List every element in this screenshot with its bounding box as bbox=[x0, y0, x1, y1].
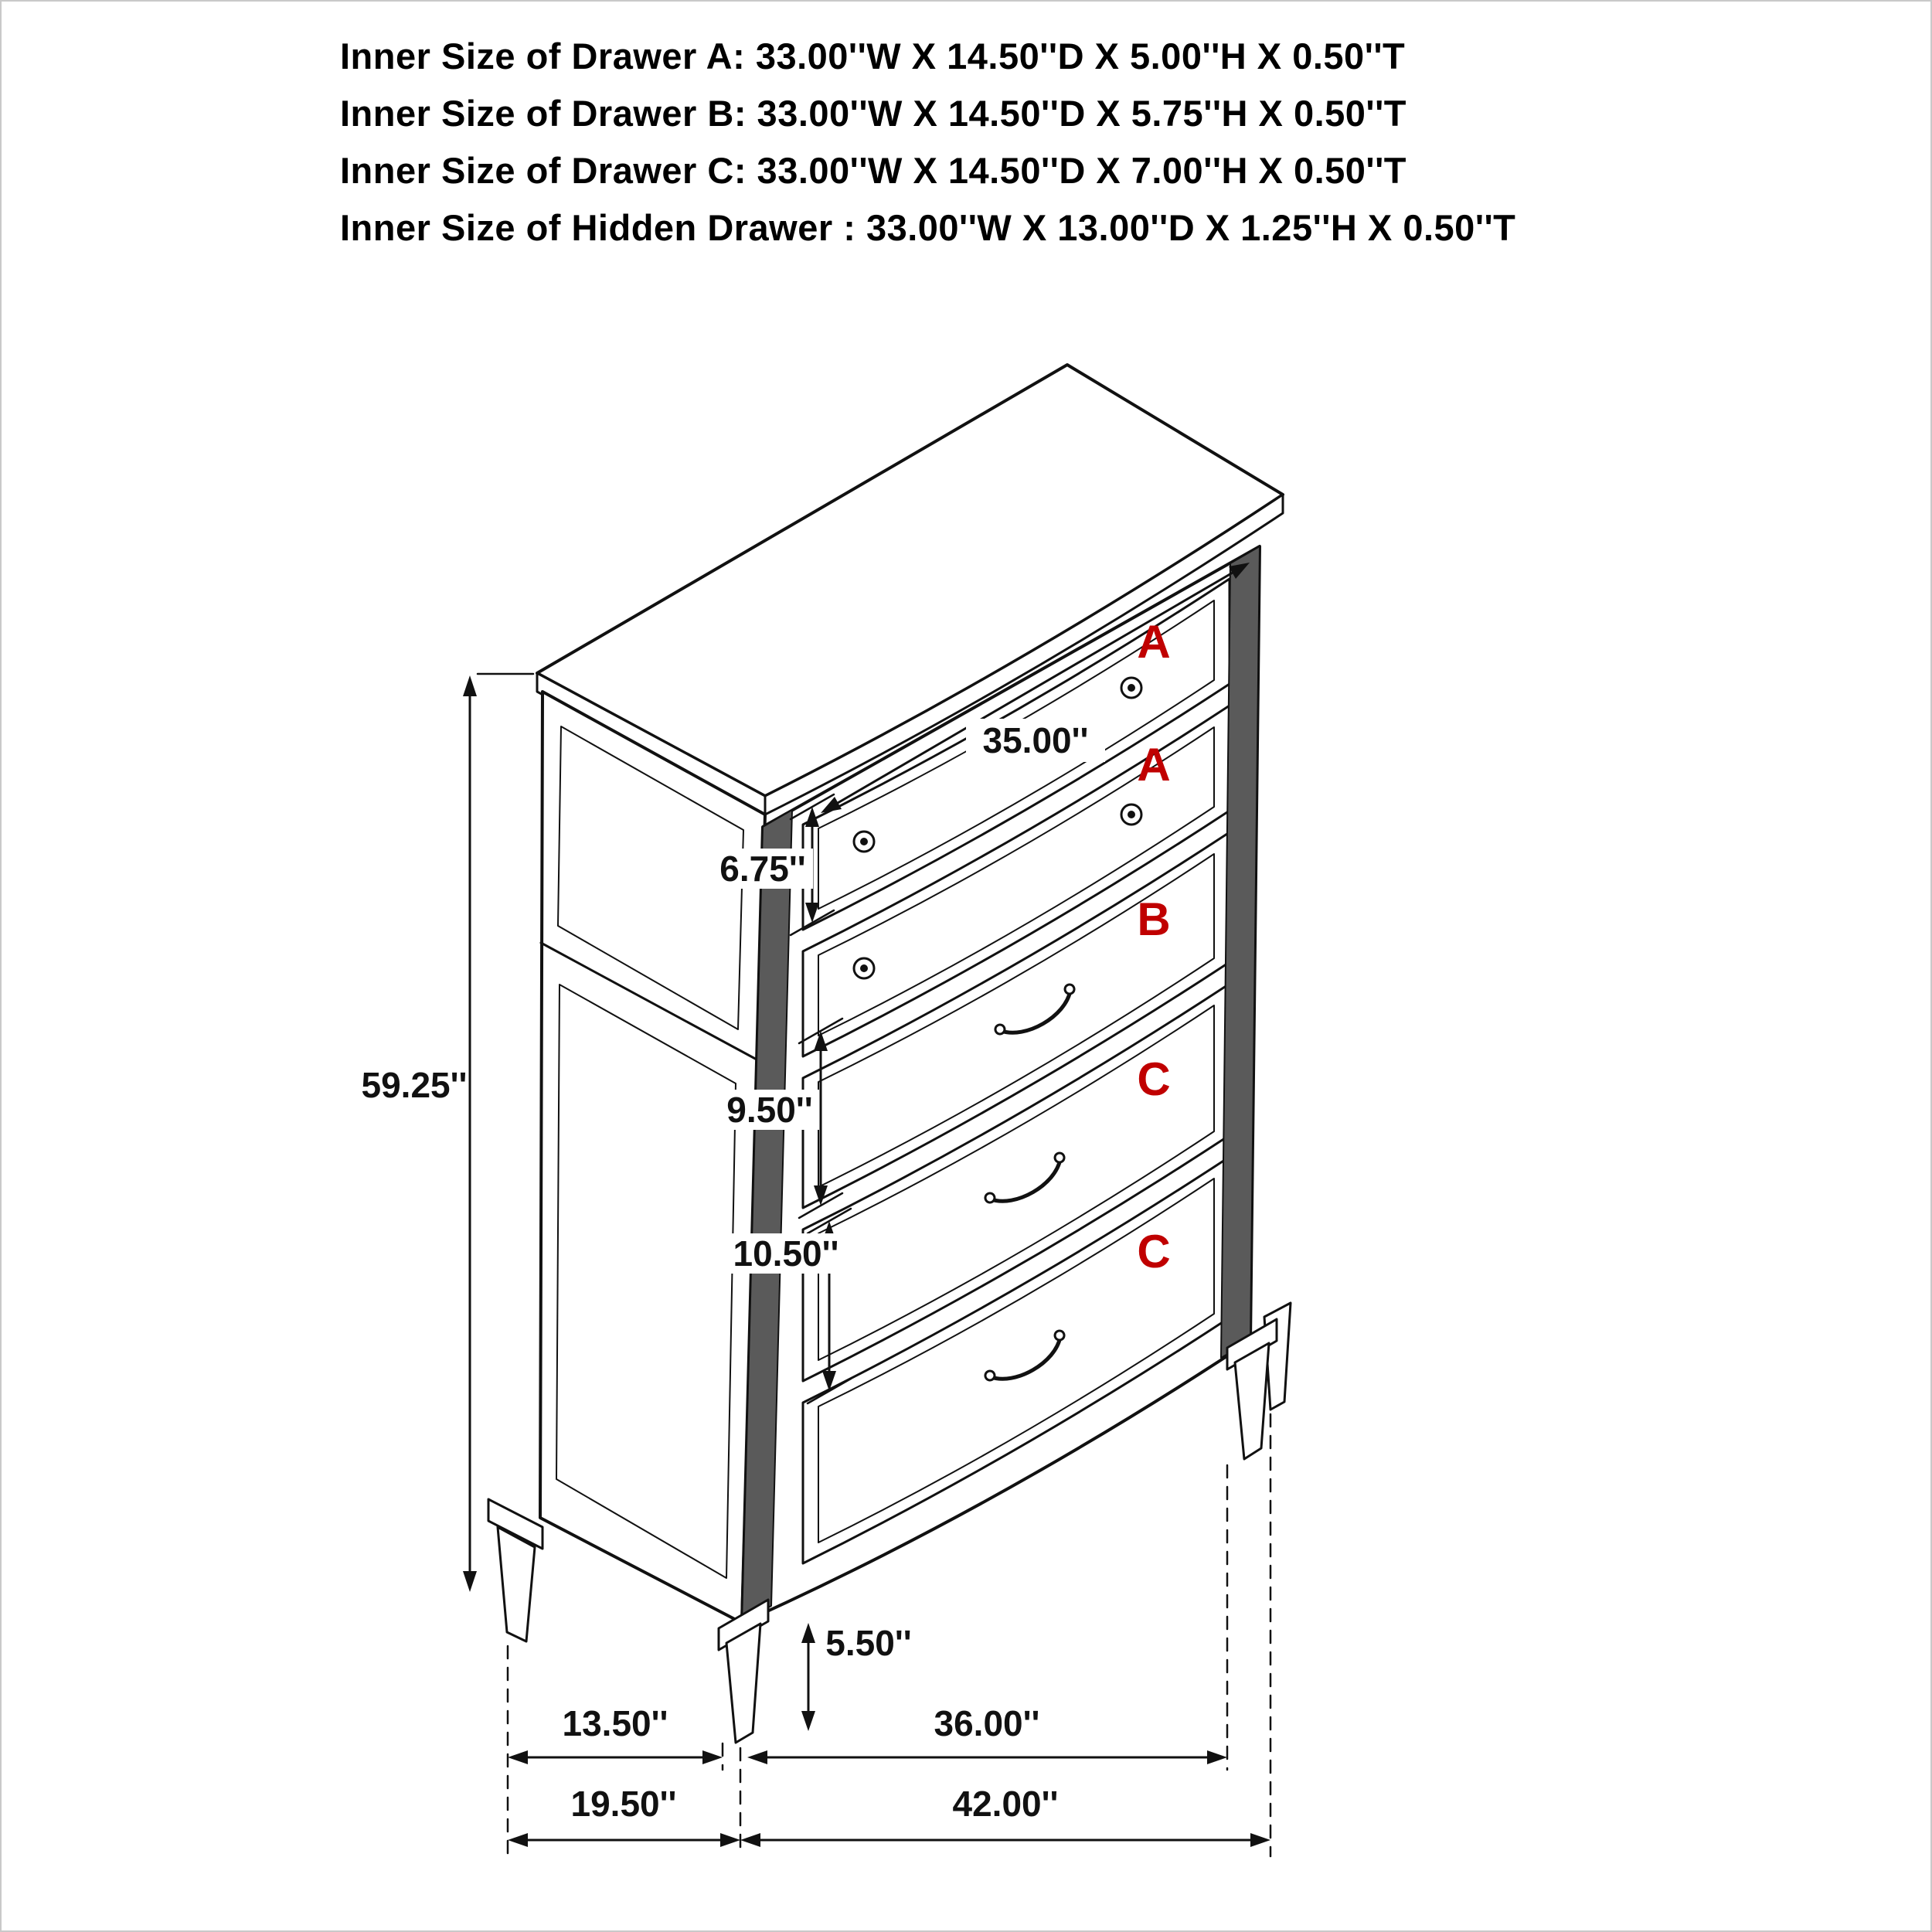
chest-legs bbox=[487, 1301, 1292, 1744]
leg-height-label: 5.50'' bbox=[825, 1623, 911, 1663]
chest-side-panel bbox=[539, 690, 767, 1624]
spec-line-drawer-a: Inner Size of Drawer A: 33.00''W X 14.50… bbox=[340, 36, 1406, 77]
extension-lines bbox=[506, 1413, 1272, 1858]
knob-icon bbox=[852, 830, 876, 853]
side-seam-line bbox=[539, 941, 760, 1062]
back-to-front-leg-label: 13.50'' bbox=[563, 1703, 668, 1743]
dim-lower-drawer-height: 10.50'' bbox=[728, 1207, 852, 1405]
drawer-label-a2: A bbox=[1137, 739, 1170, 791]
overall-height-label: 59.25'' bbox=[362, 1065, 468, 1105]
dim-overall-width: 42.00'' bbox=[740, 1784, 1270, 1847]
lower-drawer-height-label: 10.50'' bbox=[733, 1233, 839, 1274]
drawer-handles bbox=[852, 676, 1143, 1382]
side-outline bbox=[539, 690, 767, 1624]
inner-size-specs: Inner Size of Drawer A: 33.00''W X 14.50… bbox=[340, 28, 1515, 257]
dim-top-width: 35.00'' bbox=[821, 563, 1250, 813]
bail-handle-icon bbox=[984, 1329, 1066, 1382]
top-drawer-height-label: 6.75'' bbox=[719, 849, 805, 889]
front-right-leg bbox=[1233, 1342, 1270, 1461]
dim-leg-height: 5.50'' bbox=[801, 1623, 920, 1731]
mid-drawer-height-label: 9.50'' bbox=[726, 1090, 812, 1130]
overall-width-label: 42.00'' bbox=[953, 1784, 1059, 1824]
drawer-label-c2: C bbox=[1137, 1226, 1170, 1277]
front-leg-span-label: 36.00'' bbox=[934, 1703, 1040, 1743]
side-upper-inset-panel bbox=[557, 726, 744, 1030]
dim-top-drawer-height: 6.75'' bbox=[713, 793, 835, 937]
dim-back-to-front-leg: 13.50'' bbox=[508, 1703, 723, 1764]
front-right-leg-cap bbox=[1226, 1318, 1278, 1371]
chest-top bbox=[536, 363, 1284, 816]
side-lower-inset-panel bbox=[556, 984, 736, 1579]
top-width-label: 35.00'' bbox=[983, 720, 1089, 760]
dim-mid-drawer-height: 9.50'' bbox=[720, 1017, 844, 1219]
back-left-leg bbox=[496, 1526, 536, 1643]
left-pilaster bbox=[741, 809, 793, 1624]
drawer-label-c1: C bbox=[1137, 1053, 1170, 1105]
spec-line-drawer-c: Inner Size of Drawer C: 33.00''W X 14.50… bbox=[340, 150, 1406, 191]
dim-overall-depth: 19.50'' bbox=[508, 1784, 740, 1847]
knob-icon bbox=[1120, 676, 1143, 699]
dim-overall-height: 59.25'' bbox=[362, 672, 535, 1592]
overall-depth-label: 19.50'' bbox=[571, 1784, 677, 1824]
drawer-label-b: B bbox=[1137, 893, 1170, 945]
top-front-edge bbox=[764, 493, 1284, 816]
bail-handle-icon bbox=[984, 1151, 1066, 1204]
drawer-label-a1: A bbox=[1137, 616, 1170, 668]
front-left-leg-cap bbox=[717, 1598, 770, 1651]
front-left-leg bbox=[725, 1622, 762, 1744]
spec-line-hidden-drawer: Inner Size of Hidden Drawer : 33.00''W X… bbox=[340, 207, 1516, 248]
spec-line-drawer-b: Inner Size of Drawer B: 33.00''W X 14.50… bbox=[340, 93, 1406, 134]
knob-icon bbox=[1120, 803, 1143, 826]
drawer-letter-labels: A A B C C bbox=[1137, 616, 1170, 1277]
bail-handle-icon bbox=[994, 983, 1076, 1036]
back-left-leg-cap bbox=[487, 1498, 544, 1550]
knob-icon bbox=[852, 957, 876, 980]
dim-front-leg-span: 36.00'' bbox=[747, 1703, 1227, 1764]
